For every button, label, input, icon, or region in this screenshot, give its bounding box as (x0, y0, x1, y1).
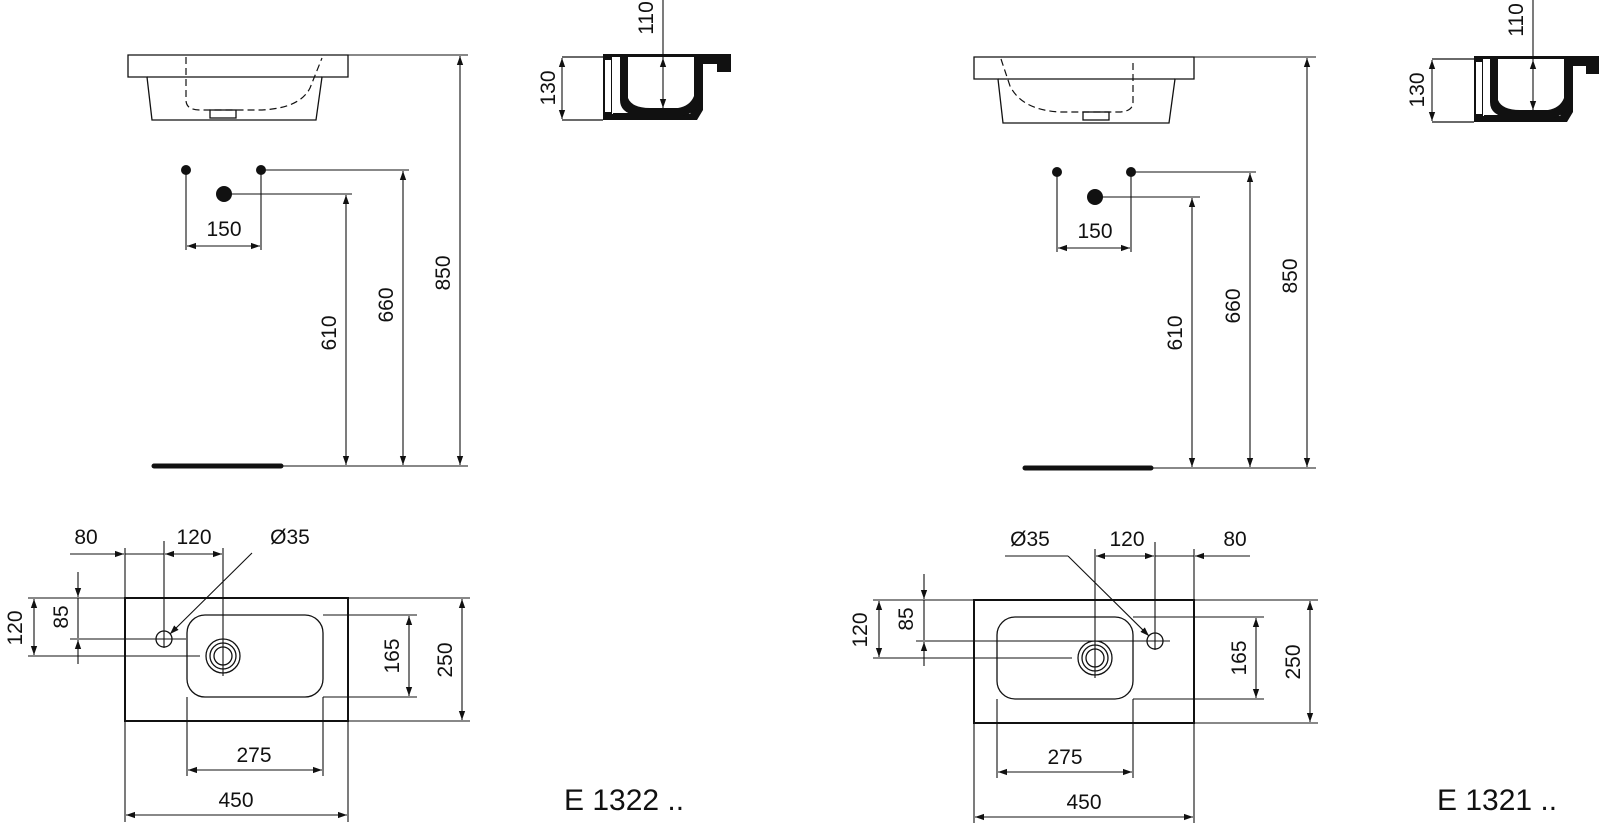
overall-height-label: 850 (432, 255, 455, 290)
basin-front-view (127, 54, 349, 121)
tap-spacing-label: 150 (1077, 220, 1112, 243)
basin-plan-view: 120 80 Ø35 120 85 165 250 (849, 528, 1318, 823)
basin-side-section: 130 110 (537, 0, 731, 121)
plan-overall-width-label: 450 (218, 789, 253, 812)
plan-overall-depth-label: 250 (1282, 644, 1305, 679)
plan-tap-offset-label: 80 (1223, 528, 1246, 551)
drawing-e1322: 130 110 150 610 660 850 (4, 0, 731, 822)
plan-overall-depth-label: 250 (434, 642, 457, 677)
waste-diameter-label: Ø35 (270, 526, 310, 549)
drawing-e1321: 130 110 150 610 660 850 (849, 0, 1599, 823)
plan-bowl-width-label: 275 (236, 744, 271, 767)
tap-spacing-label: 150 (206, 218, 241, 241)
side-height-label: 130 (537, 70, 560, 105)
plan-overall-width-label: 450 (1066, 791, 1101, 814)
plan-front-to-tap-label: 120 (849, 612, 872, 647)
installation-heights: 150 610 660 850 (1022, 56, 1316, 471)
plan-tap-offset-label: 80 (74, 526, 97, 549)
plan-front-to-waste-label: 85 (895, 607, 918, 630)
waste-height-label: 610 (1164, 315, 1187, 350)
side-height-label: 130 (1406, 72, 1429, 107)
plan-front-to-tap-label: 120 (4, 610, 27, 645)
basin-side-section: 130 110 (1406, 0, 1599, 123)
waste-height-label: 610 (318, 315, 341, 350)
waste-diameter-label: Ø35 (1010, 528, 1050, 551)
side-depth-label: 110 (1505, 3, 1528, 36)
basin-plan-view: 80 120 Ø35 120 85 165 250 (4, 526, 470, 822)
plan-bowl-width-label: 275 (1047, 746, 1082, 769)
plan-waste-offset-label: 120 (1109, 528, 1144, 551)
overall-height-label: 850 (1279, 258, 1302, 293)
side-depth-label: 110 (635, 1, 658, 34)
supply-height-label: 660 (1222, 288, 1245, 323)
plan-front-to-waste-label: 85 (50, 605, 73, 628)
plan-bowl-depth-label: 165 (381, 638, 404, 673)
product-code-label: E 1322 .. (564, 784, 684, 817)
supply-height-label: 660 (375, 287, 398, 322)
product-code-label: E 1321 .. (1437, 784, 1557, 817)
basin-front-view (973, 56, 1195, 124)
plan-waste-offset-label: 120 (176, 526, 211, 549)
plan-bowl-depth-label: 165 (1228, 640, 1251, 675)
installation-heights: 150 610 660 850 (151, 54, 468, 469)
